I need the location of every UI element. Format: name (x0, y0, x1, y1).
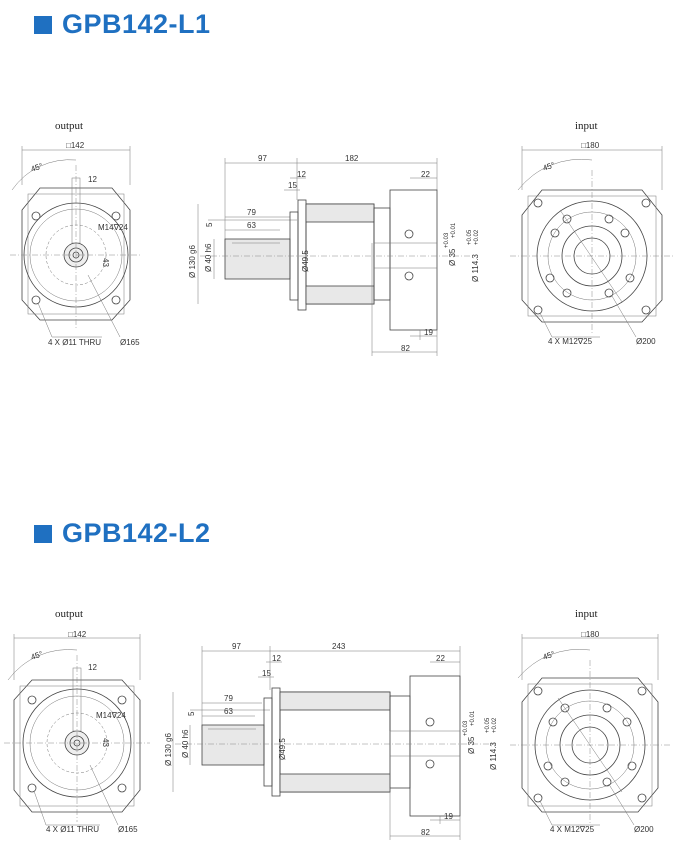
output-label: output (55, 608, 83, 620)
dim-holes: 4 X M12∇25 (548, 337, 593, 346)
dim-5: 5 (187, 711, 196, 716)
dim-phi130: Ø 130 g6 (188, 245, 197, 278)
dim-tol35b: +0.01 (470, 710, 476, 726)
dim-97: 97 (258, 154, 267, 163)
side-view: 97 182 12 22 15 5 79 63 (188, 154, 480, 356)
section-2-drawings: output input □142 45° 12 M14 (4, 608, 670, 840)
dim-pcd: Ø200 (636, 337, 656, 346)
dim-79: 79 (247, 208, 256, 217)
dim-12: 12 (297, 170, 306, 179)
dim-tol114a: +0.05 (467, 229, 473, 245)
side-view: 97 243 12 22 15 5 79 63 (164, 642, 498, 840)
dim-19: 19 (444, 812, 453, 821)
section-title: GPB142-L1 (62, 9, 211, 39)
dim-square: □142 (68, 630, 87, 639)
dim-pcd: Ø165 (118, 825, 138, 834)
input-flange (409, 675, 461, 817)
input-label: input (575, 120, 598, 132)
dim-angle: 45° (30, 161, 44, 174)
dim-holes: 4 X Ø11 THRU (46, 825, 99, 834)
dim-holes: 4 X M12∇25 (550, 825, 595, 834)
housing-bottom (279, 773, 391, 793)
section-title: GPB142-L2 (62, 518, 211, 548)
header-square-icon (34, 15, 52, 34)
section-1-drawings: output input □142 45° 12 M14 (10, 120, 674, 356)
dim-phi130: Ø 130 g6 (164, 733, 173, 766)
input-flange-view: □180 45° 4 X M12∇25 Ø200 (510, 141, 674, 346)
dim-tol35a: +0.03 (463, 720, 469, 736)
output-flange-view: □142 45° 12 M14∇24 43 4 X Ø11 THRU (4, 630, 150, 834)
dim-15: 15 (262, 669, 271, 678)
dim-tol114a: +0.05 (485, 717, 491, 733)
section-header-2: GPB142-L2 (34, 518, 211, 549)
dim-phi49: Ø49.5 (278, 738, 287, 760)
dim-tol35b: +0.01 (451, 222, 457, 238)
section-header-1: GPB142-L1 (34, 9, 211, 40)
dim-key: 12 (88, 175, 97, 184)
output-shaft (224, 238, 291, 280)
dim-63: 63 (247, 221, 256, 230)
housing-top (279, 691, 391, 711)
dim-phi40: Ø 40 h6 (204, 243, 213, 272)
dim-thread: M14∇24 (96, 711, 126, 720)
dim-tol114b: +0.02 (492, 717, 498, 733)
dim-79: 79 (224, 694, 233, 703)
dim-depth: 43 (101, 738, 110, 747)
dim-depth: 43 (101, 258, 110, 267)
dim-angle: 45° (30, 649, 44, 662)
dim-182: 182 (345, 154, 359, 163)
dim-5: 5 (205, 222, 214, 227)
dim-square: □142 (66, 141, 85, 150)
dim-97: 97 (232, 642, 241, 651)
dim-square: □180 (581, 630, 600, 639)
housing-top (305, 203, 375, 223)
dim-pcd: Ø200 (634, 825, 654, 834)
dim-tol114b: +0.02 (474, 229, 480, 245)
dim-19: 19 (424, 328, 433, 337)
housing-bottom (305, 285, 375, 305)
dim-square: □180 (581, 141, 600, 150)
input-label: input (575, 608, 598, 620)
dim-pcd: Ø165 (120, 338, 140, 347)
dim-phi114: Ø 114.3 (489, 742, 498, 770)
dim-angle: 45° (542, 160, 556, 173)
dim-63: 63 (224, 707, 233, 716)
output-label: output (55, 120, 83, 132)
dim-82: 82 (421, 828, 430, 837)
dim-phi35: Ø 35 (448, 248, 457, 266)
dim-phi49: Ø49.5 (301, 250, 310, 272)
dim-key: 12 (88, 663, 97, 672)
input-flange (389, 189, 438, 331)
output-flange-view: □142 45° 12 M14∇24 43 4 X Ø11 THRU (10, 141, 142, 347)
dim-182: 243 (332, 642, 346, 651)
output-shaft (201, 724, 265, 766)
dim-22: 22 (436, 654, 445, 663)
dim-phi114: Ø 114.3 (471, 254, 480, 282)
dim-thread: M14∇24 (98, 223, 128, 232)
dim-tol35a: +0.03 (444, 232, 450, 248)
dim-22: 22 (421, 170, 430, 179)
input-flange-view: □180 45° 4 X M12∇25 Ø200 (510, 630, 670, 834)
dim-12: 12 (272, 654, 281, 663)
header-square-icon (34, 524, 52, 543)
dim-phi40: Ø 40 h6 (181, 729, 190, 758)
dim-15: 15 (288, 181, 297, 190)
dim-82: 82 (401, 344, 410, 353)
dim-holes: 4 X Ø11 THRU (48, 338, 101, 347)
dim-angle: 45° (542, 649, 556, 662)
dim-phi35: Ø 35 (467, 736, 476, 754)
